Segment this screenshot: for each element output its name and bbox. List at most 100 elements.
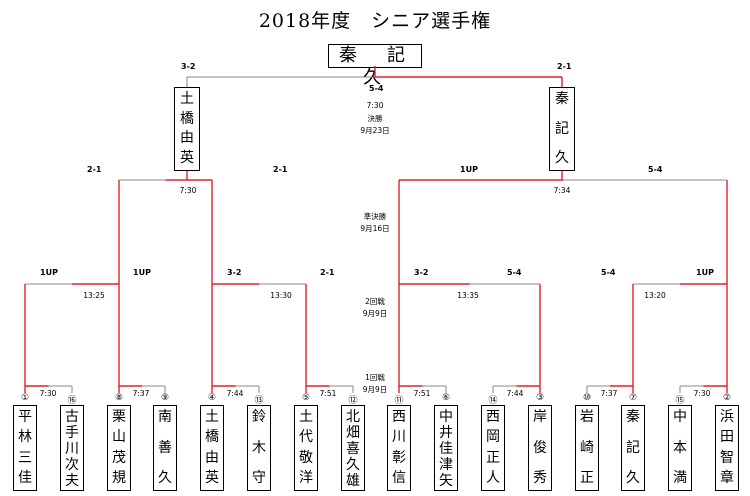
name-char: 英 xyxy=(205,469,219,486)
name-char: 正 xyxy=(580,470,594,486)
sf-date: 9月16日 xyxy=(360,224,390,233)
name-char: 夫 xyxy=(65,473,79,489)
name-char: 土 xyxy=(205,409,219,425)
r1-m5-time: 7:51 xyxy=(413,389,431,398)
r2-m2-score-r: 2-1 xyxy=(320,268,335,277)
r2-m4-score-l: 5-4 xyxy=(601,268,616,277)
name-char: 井 xyxy=(439,425,453,441)
name-char: 手 xyxy=(65,425,79,441)
name-char: 茂 xyxy=(112,449,126,466)
r1-m4-time: 7:51 xyxy=(319,389,337,398)
player-box: 鈴木守 xyxy=(247,405,271,491)
player-box: 栗山茂規 xyxy=(107,405,131,491)
final-label: 決勝 xyxy=(367,114,383,123)
name-char: 次 xyxy=(65,457,79,473)
name-char: 畑 xyxy=(346,425,360,441)
player-box: 土橋由英 xyxy=(200,405,224,491)
final-date: 9月23日 xyxy=(360,126,390,135)
name-char: 善 xyxy=(158,439,172,456)
r2-m2-score-l: 3-2 xyxy=(227,268,242,277)
name-char: 中 xyxy=(673,409,687,425)
seed-number: ② xyxy=(722,393,732,403)
name-char: 人 xyxy=(486,469,500,486)
r1-m3-time: 7:44 xyxy=(226,389,244,398)
name-char: 記 xyxy=(555,120,569,137)
r1-m6-time: 7:44 xyxy=(506,389,524,398)
name-char: 川 xyxy=(65,441,79,457)
r2-m3-score-l: 3-2 xyxy=(414,268,429,277)
name-char: 土 xyxy=(180,91,194,107)
r2-m1-score-l: 1UP xyxy=(40,268,58,277)
name-char: 西 xyxy=(392,409,406,425)
name-char: 喜 xyxy=(346,441,360,457)
name-char: 守 xyxy=(252,470,266,486)
name-char: 本 xyxy=(673,439,687,456)
seed-number: ⑧ xyxy=(114,393,124,403)
name-char: 土 xyxy=(299,409,313,425)
player-box: 岸俊秀 xyxy=(528,405,552,491)
sf-right-score-l: 1UP xyxy=(460,165,478,174)
r2-m1-time: 13:25 xyxy=(83,291,105,300)
name-char: 南 xyxy=(158,409,172,425)
name-char: 信 xyxy=(392,469,406,486)
player-box: 西岡正人 xyxy=(481,405,505,491)
name-char: 正 xyxy=(486,449,500,466)
final-score-left: 3-2 xyxy=(181,62,196,71)
name-char: 栗 xyxy=(112,409,126,425)
seed-number: ⑤ xyxy=(301,393,311,403)
seed-number: ⑮ xyxy=(675,396,685,406)
sf-right-score-r: 5-4 xyxy=(648,165,663,174)
name-char: 浜 xyxy=(720,409,734,425)
name-char: 平 xyxy=(18,409,32,425)
r2-m4-time: 13:20 xyxy=(644,291,666,300)
player-box: 西川彰信 xyxy=(387,405,411,491)
name-char: 雄 xyxy=(346,473,360,489)
name-char: 智 xyxy=(720,449,734,466)
seed-number: ⑯ xyxy=(67,396,77,406)
player-box: 平林三佳 xyxy=(13,405,37,491)
name-char: 岩 xyxy=(580,409,594,425)
sf-label: 準決勝 xyxy=(363,212,387,221)
name-char: 敬 xyxy=(299,449,313,466)
r2-m2-time: 13:30 xyxy=(270,291,292,300)
seed-number: ⑭ xyxy=(488,396,498,406)
name-char: 川 xyxy=(392,429,406,446)
name-char: 山 xyxy=(112,429,126,446)
seed-number: ③ xyxy=(535,393,545,403)
player-box: 秦記久 xyxy=(621,405,645,491)
name-char: 古 xyxy=(65,409,79,425)
r1-m7-time: 7:37 xyxy=(600,389,618,398)
name-char: 彰 xyxy=(392,449,406,466)
r1-m1-time: 7:30 xyxy=(39,389,57,398)
r1-date: 9月9日 xyxy=(362,385,388,394)
seed-number: ⑦ xyxy=(628,393,638,403)
r1-m8-time: 7:30 xyxy=(693,389,711,398)
player-box: 中井佳津矢 xyxy=(434,405,458,491)
seed-number: ① xyxy=(20,393,30,403)
name-char: 久 xyxy=(555,150,569,166)
name-char: 田 xyxy=(720,429,734,446)
player-box: 北畑喜久雄 xyxy=(341,405,365,491)
name-char: 秀 xyxy=(533,470,547,486)
name-char: 久 xyxy=(626,470,640,486)
name-char: 木 xyxy=(252,439,266,456)
name-char: 橋 xyxy=(180,110,194,127)
final-time: 7:30 xyxy=(366,101,384,110)
name-char: 佳 xyxy=(439,441,453,457)
r2-date: 9月9日 xyxy=(362,309,388,318)
name-char: 由 xyxy=(205,449,219,466)
player-box: 中本満 xyxy=(668,405,692,491)
r2-m3-time: 13:35 xyxy=(457,291,479,300)
seed-number: ⑨ xyxy=(160,393,170,403)
r2-m3-score-r: 5-4 xyxy=(507,268,522,277)
name-char: 秦 xyxy=(555,91,569,107)
r1-m2-time: 7:37 xyxy=(132,389,150,398)
name-char: 章 xyxy=(720,469,734,486)
name-char: 西 xyxy=(486,409,500,425)
finalist-left: 土橋由英 xyxy=(174,87,200,171)
player-box: 岩崎正 xyxy=(575,405,599,491)
seed-number: ⑪ xyxy=(394,396,404,406)
player-box: 南善久 xyxy=(153,405,177,491)
name-char: 矢 xyxy=(439,473,453,489)
